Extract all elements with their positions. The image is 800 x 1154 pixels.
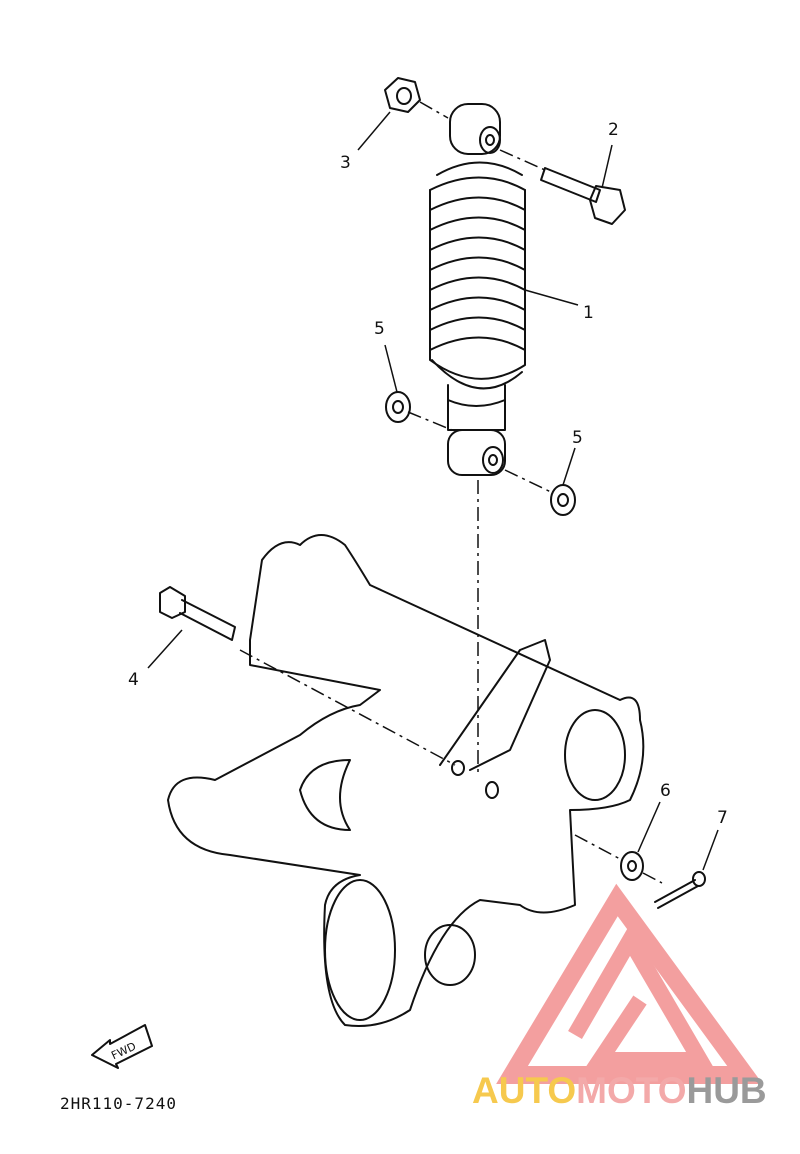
bolt	[540, 167, 626, 225]
nut	[384, 77, 421, 113]
washer	[385, 391, 576, 516]
rear-shock-absorber	[429, 103, 526, 476]
callout-3: 3	[340, 153, 351, 173]
callout-1: 1	[583, 303, 594, 323]
brand-part-hub: HUB	[686, 1070, 767, 1111]
fwd-arrow-icon	[91, 1024, 153, 1069]
watermark-brand: AUTOMOTOHUB	[472, 1070, 767, 1112]
washer	[620, 851, 644, 881]
pivot-bolt	[159, 586, 236, 641]
callout-4: 4	[128, 670, 139, 690]
rear-swing-arm	[167, 534, 645, 1027]
drawing-code: 2HR110-7240	[60, 1094, 177, 1113]
watermark-logo	[496, 883, 763, 1084]
cotter-pin	[654, 871, 706, 909]
brand-part-auto: AUTO	[472, 1070, 577, 1111]
callout-5-upper: 5	[374, 319, 385, 339]
callout-2: 2	[608, 120, 619, 140]
callout-7: 7	[717, 808, 728, 828]
callout-5-lower: 5	[572, 428, 583, 448]
callout-6: 6	[660, 781, 671, 801]
brand-part-moto: MOTO	[576, 1070, 687, 1111]
